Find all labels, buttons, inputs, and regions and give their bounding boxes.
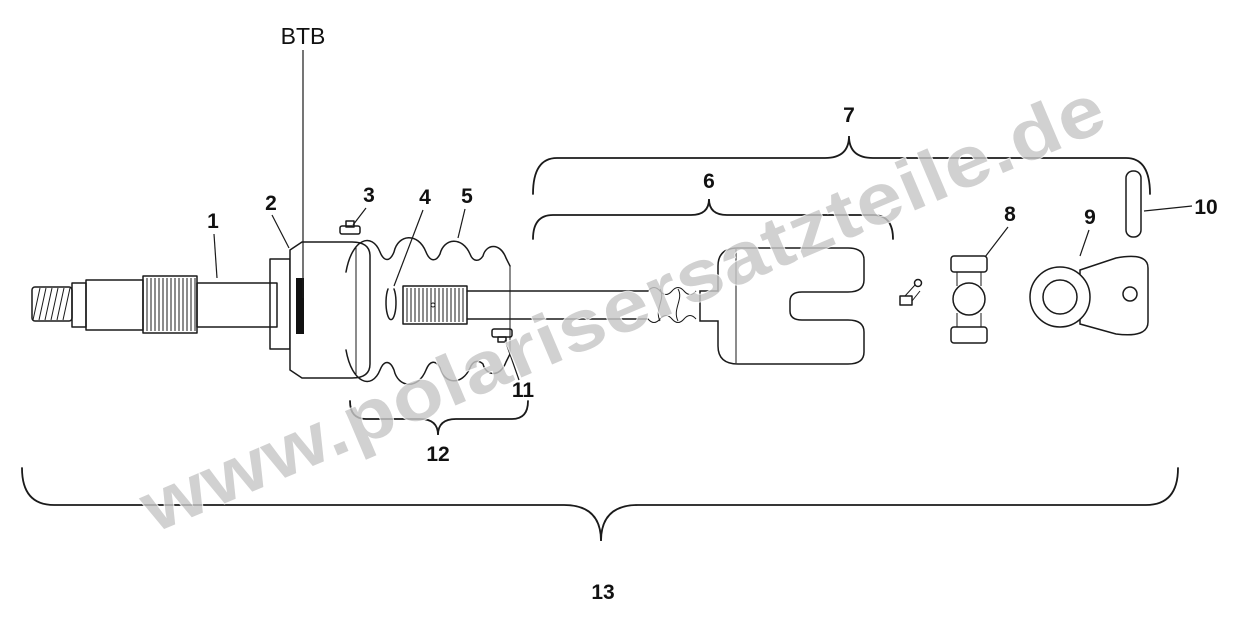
clamp3-band (339, 225, 361, 235)
leader-lines (213, 50, 1193, 381)
bearing-cap-top (950, 255, 988, 273)
shaft-section (85, 279, 144, 331)
brace-12 (349, 400, 529, 436)
pin (1125, 170, 1142, 238)
fitting-neck-b (911, 290, 921, 302)
fitting-ball (913, 278, 923, 288)
brace-6 (532, 198, 894, 240)
propshaft-tube (466, 290, 649, 320)
leader-9 (1079, 229, 1090, 257)
bearing-cap-bottom (950, 326, 988, 344)
leader-5 (457, 208, 466, 239)
spline-center-dot (430, 302, 436, 308)
shaft-break-squiggle (647, 287, 697, 323)
output-shaft (31, 275, 278, 334)
label-8: 8 (1004, 203, 1016, 226)
brace-13 (21, 467, 1179, 542)
boot-clamp-bottom (491, 328, 513, 343)
flange-ring-inner (1042, 279, 1078, 315)
propshaft-spline-block (402, 285, 468, 325)
callout-labels: BTB 1 2 3 4 5 6 7 8 9 10 11 12 13 (207, 23, 1218, 604)
fitting-neck-a (904, 284, 916, 297)
shaft-plain-section (196, 282, 278, 328)
spline-lines (146, 278, 196, 331)
leader-1 (213, 233, 218, 279)
label-2: 2 (265, 192, 277, 215)
housing-slot (296, 278, 304, 334)
label-5: 5 (461, 185, 473, 208)
snap-ring (385, 288, 397, 321)
flange-bracket (1079, 255, 1149, 336)
boot-bottom-profile (345, 349, 511, 385)
leader-3 (352, 207, 367, 226)
label-9: 9 (1084, 206, 1096, 229)
u-joint-cross (899, 255, 988, 344)
cv-boot (345, 237, 511, 385)
clamp11-tab (497, 336, 507, 343)
leader-8 (984, 226, 1009, 258)
cross-body (952, 282, 986, 316)
label-11: 11 (512, 379, 535, 402)
label-3: 3 (363, 184, 375, 207)
leader-2 (271, 214, 290, 249)
propshaft-assembly (402, 247, 865, 365)
thread-hatch (32, 287, 71, 321)
flange-yoke (1029, 255, 1149, 336)
shaft-collar (71, 282, 87, 328)
label-1: 1 (207, 210, 219, 233)
boot-top-profile (345, 237, 511, 273)
fitting-base (899, 295, 913, 306)
leader-10 (1143, 205, 1193, 212)
label-13: 13 (591, 581, 614, 604)
label-4: 4 (419, 186, 431, 209)
leader-4 (393, 209, 424, 287)
flange-bolt-hole (1122, 286, 1138, 302)
yoke-fork (699, 247, 865, 365)
label-10: 10 (1194, 196, 1217, 219)
cv-joint-housing (269, 241, 371, 379)
housing-body (289, 241, 371, 379)
label-btb: BTB (281, 23, 326, 49)
label-7: 7 (843, 104, 855, 127)
boot-clamp-top (339, 220, 361, 235)
label-12: 12 (426, 443, 449, 466)
brace-7 (532, 135, 1151, 195)
label-6: 6 (703, 170, 715, 193)
housing-collar (269, 258, 291, 350)
grease-fitting (899, 278, 923, 306)
grouping-braces (21, 135, 1179, 542)
leader-11 (504, 339, 520, 381)
trunnion-lines (956, 272, 982, 327)
